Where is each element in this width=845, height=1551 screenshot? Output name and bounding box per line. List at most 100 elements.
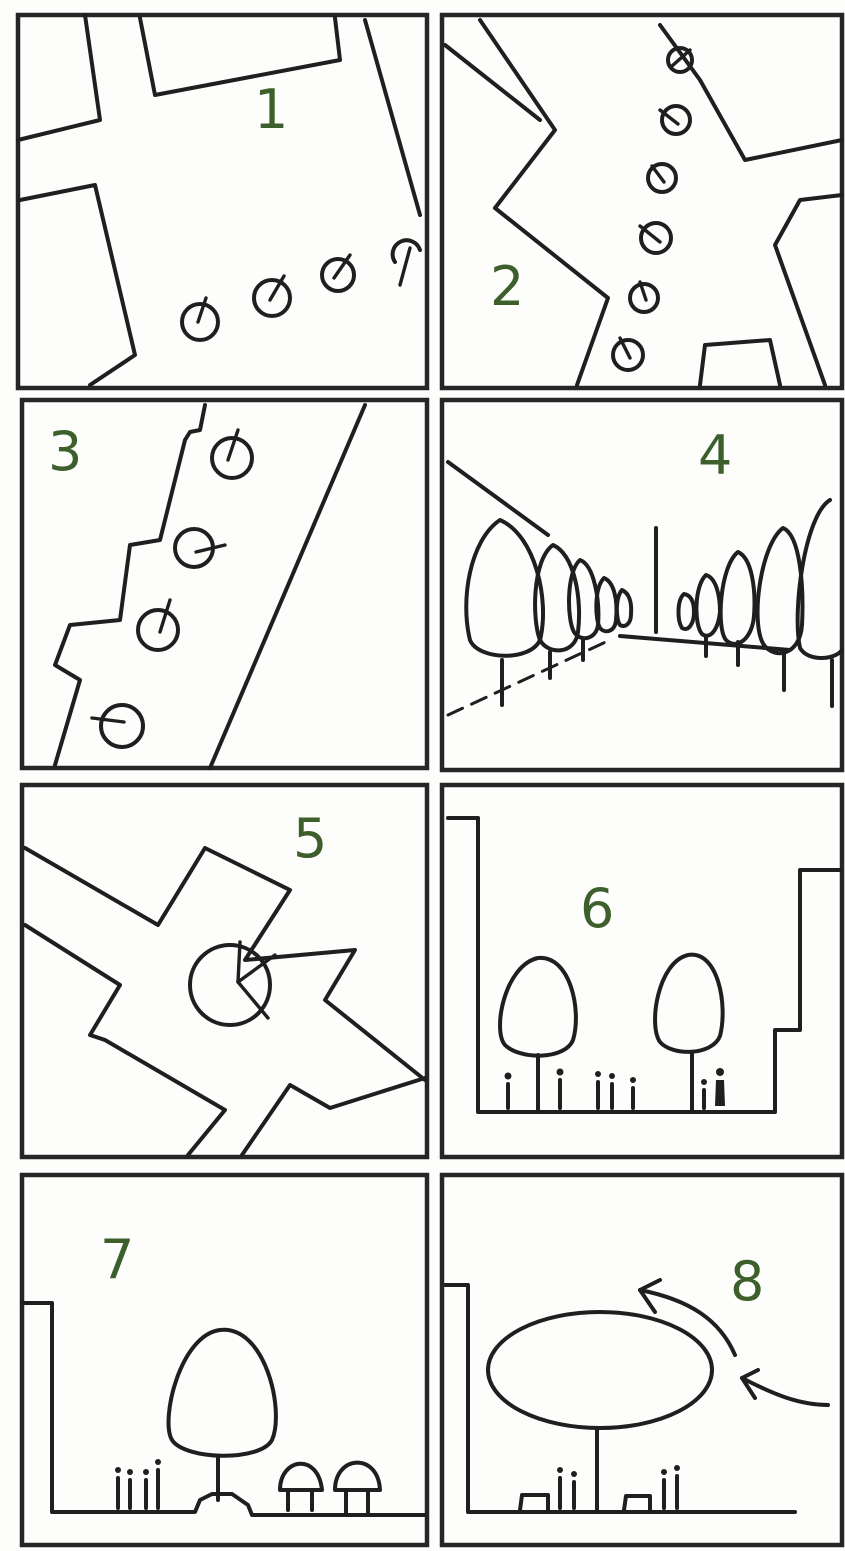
tree-elevation bbox=[166, 1327, 278, 1458]
wind-arrow-head bbox=[638, 1278, 662, 1314]
panel-4: 4 bbox=[439, 397, 845, 773]
tree-row bbox=[611, 46, 694, 372]
canopy-tree bbox=[486, 1310, 714, 1512]
panel-4-frame bbox=[439, 397, 845, 773]
panel-1: 1 bbox=[15, 12, 430, 391]
tree-elevation bbox=[614, 588, 634, 628]
tree-elevation bbox=[653, 952, 725, 1054]
tree-plan-stroke bbox=[236, 980, 270, 1020]
panel-8-number: 8 bbox=[730, 1250, 764, 1313]
person-figure bbox=[143, 1469, 149, 1475]
panel-2-frame bbox=[439, 12, 845, 391]
panel-2-number: 2 bbox=[490, 255, 524, 318]
tree-plan-symbol bbox=[390, 238, 422, 264]
street-section-outline bbox=[20, 1301, 427, 1517]
tree-plan-stroke bbox=[236, 940, 242, 984]
tree-elevation bbox=[718, 550, 757, 646]
bench bbox=[518, 1493, 550, 1512]
panel-5-number: 5 bbox=[293, 807, 327, 870]
square-edge-top bbox=[23, 846, 427, 1082]
person-figure bbox=[155, 1459, 161, 1465]
tree-elevation bbox=[694, 573, 722, 638]
panel-7-number: 7 bbox=[100, 1228, 134, 1291]
square-edge-bottom-right bbox=[240, 1076, 427, 1157]
panel-3-number: 3 bbox=[48, 420, 82, 483]
tree-left bbox=[498, 955, 578, 1112]
tree-elevation bbox=[676, 592, 696, 631]
panel-1-number: 1 bbox=[254, 78, 288, 141]
panel-8: 8 bbox=[439, 1172, 845, 1548]
street-section-outline bbox=[446, 816, 842, 1114]
central-tree bbox=[188, 940, 277, 1027]
tree-plan-stroke bbox=[618, 336, 632, 360]
tree-elevation bbox=[533, 543, 582, 653]
tree-plan-stroke bbox=[236, 953, 277, 984]
building-edge-top bbox=[138, 16, 342, 97]
panel-6: 6 bbox=[439, 782, 845, 1160]
tree-plan-symbol bbox=[180, 302, 220, 342]
tree-plan-stroke bbox=[332, 253, 352, 280]
tree-plan-stroke bbox=[90, 716, 126, 724]
panel-8-frame bbox=[439, 1172, 845, 1548]
wind-arrow bbox=[740, 1376, 830, 1407]
person-figure bbox=[661, 1469, 667, 1475]
panel-4-number: 4 bbox=[698, 424, 732, 487]
square-edge-bottom-left bbox=[23, 923, 227, 1157]
tree-plan-symbol bbox=[628, 282, 660, 314]
tree-elevation bbox=[567, 558, 601, 641]
person-figure bbox=[716, 1068, 724, 1076]
tree-plan-stroke bbox=[658, 108, 680, 126]
person-figure bbox=[609, 1073, 615, 1079]
tree-plan-stroke bbox=[670, 48, 692, 68]
square-edge-left bbox=[478, 18, 610, 387]
tree-plan-symbol bbox=[210, 436, 254, 480]
person-figure bbox=[556, 1068, 564, 1076]
panel-7: 7 bbox=[19, 1172, 430, 1548]
tree-plan-stroke bbox=[194, 543, 227, 554]
tree-plan-symbol bbox=[660, 104, 692, 136]
panel-2: 2 bbox=[439, 12, 845, 391]
tree-elevation bbox=[594, 576, 619, 634]
tree-plan-stroke bbox=[650, 164, 666, 184]
tree-right bbox=[653, 952, 725, 1112]
person-figure bbox=[557, 1467, 563, 1473]
tree-canopy bbox=[486, 1310, 714, 1430]
tree-plan-symbol bbox=[639, 221, 673, 255]
panel-3-frame bbox=[19, 397, 430, 771]
square-edge-top-right bbox=[658, 23, 844, 162]
tree-elevation bbox=[464, 518, 545, 658]
tree-plan-symbol bbox=[99, 703, 145, 749]
tree-row bbox=[90, 428, 254, 749]
building-edge-stepped bbox=[53, 403, 207, 767]
building-edge-lower-left bbox=[18, 183, 137, 387]
tree-plan-stroke bbox=[196, 296, 208, 324]
tree-elevation bbox=[795, 498, 844, 660]
panel-3: 3 bbox=[19, 397, 430, 771]
umbrella-table bbox=[333, 1460, 382, 1492]
person-figure bbox=[630, 1077, 636, 1083]
street-edge-left bbox=[16, 13, 102, 142]
person-figure bbox=[701, 1079, 707, 1085]
people-group bbox=[504, 1068, 725, 1110]
bench bbox=[622, 1494, 652, 1512]
panel-1-frame bbox=[15, 12, 430, 391]
tree-plan-stroke bbox=[638, 224, 662, 244]
person-figure bbox=[674, 1465, 680, 1471]
benches-and-people bbox=[518, 1465, 680, 1512]
tree-plan-symbol bbox=[611, 338, 645, 372]
tree-row bbox=[180, 238, 422, 342]
person-figure bbox=[115, 1467, 121, 1473]
street-edge-right bbox=[363, 18, 422, 217]
tree-elevation bbox=[498, 955, 578, 1058]
square-edge-right bbox=[773, 193, 844, 387]
street-edge bbox=[208, 403, 367, 770]
tree-plan-symbol bbox=[188, 943, 272, 1027]
wind-arrow-head bbox=[740, 1368, 760, 1400]
umbrella-table bbox=[278, 1461, 324, 1492]
perspective-line-bottom bbox=[446, 638, 612, 717]
tree-plan-symbol bbox=[252, 278, 292, 318]
tree-plan-stroke bbox=[226, 428, 240, 462]
person-figure bbox=[595, 1071, 601, 1077]
panel-5-frame bbox=[19, 782, 430, 1160]
